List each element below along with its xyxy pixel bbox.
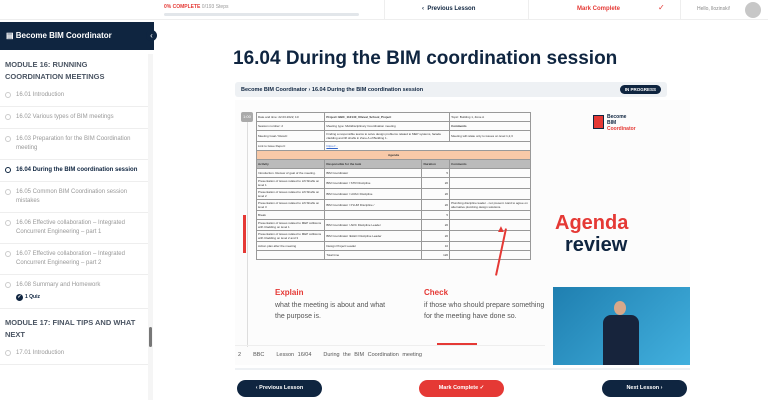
- page-title: 16.04 During the BIM coordination sessio…: [233, 48, 618, 69]
- lesson-list: MODULE 16: RUNNING COORDINATION MEETINGS…: [0, 51, 148, 400]
- lesson-item[interactable]: 16.02 Various types of BIM meetings: [0, 107, 148, 129]
- table-row: Introduction. Review of goal of the meet…: [255, 168, 531, 178]
- sidebar-scrollbar[interactable]: [148, 54, 153, 400]
- greeting: Hello, llozinski!: [697, 6, 731, 12]
- lesson-item[interactable]: 16.06 Effective collaboration – Integrat…: [0, 213, 148, 244]
- module-heading: MODULE 17: FINAL TIPS AND WHAT NEXT: [5, 318, 136, 339]
- check-icon: ✓: [658, 3, 665, 12]
- table-row: Presentation of issues related to Lift S…: [255, 188, 531, 200]
- lesson-item[interactable]: 16.07 Effective collaboration – Integrat…: [0, 244, 148, 275]
- breadcrumb: Become BIM Coordinator › 16.04 During th…: [235, 82, 667, 97]
- quiz-badge[interactable]: ✓1 Quiz: [16, 294, 41, 301]
- previous-lesson-link[interactable]: ‹ Previous Lesson: [422, 6, 476, 12]
- course-title: ▤ Become BIM Coordinator: [0, 22, 154, 50]
- progress-bar: [164, 13, 359, 16]
- table-row: Presentation of issues related to MEP co…: [255, 230, 531, 242]
- presenter-camera: [553, 287, 690, 365]
- lesson-item[interactable]: 17.01 Introduction: [0, 343, 148, 365]
- video-player[interactable]: 1:00 Date and time: 22.03.2022; 10:Proje…: [235, 100, 690, 365]
- avatar[interactable]: [745, 2, 761, 18]
- agenda-table: Date and time: 22.03.2022; 10:Project: B…: [255, 112, 531, 260]
- status-badge: IN PROGRESS: [619, 85, 661, 94]
- collapse-sidebar-button[interactable]: ‹: [146, 30, 157, 41]
- lesson-item-active[interactable]: 16.04 During the BIM coordination sessio…: [0, 160, 148, 182]
- table-row: Presentation of issues related to MEP co…: [255, 219, 531, 231]
- progress-text: 0% COMPLETE 0/193 Steps: [164, 4, 229, 10]
- scrollbar-thumb[interactable]: [149, 327, 152, 347]
- previous-lesson-button[interactable]: ‹ Previous Lesson: [237, 380, 322, 397]
- video-progress-marker: [243, 215, 246, 253]
- lesson-item[interactable]: 16.05 Common BIM Coordination session mi…: [0, 182, 148, 213]
- table-row: Presentation of issues related to Lift S…: [255, 177, 531, 189]
- lesson-item[interactable]: 16.03 Preparation for the BIM Coordinati…: [0, 129, 148, 160]
- mark-complete-button[interactable]: Mark Complete ✓: [419, 380, 504, 397]
- mark-complete-link[interactable]: Mark Complete: [577, 6, 621, 12]
- table-row: Presentation of issues related to Lift S…: [255, 199, 531, 211]
- lesson-item[interactable]: 16.01 Introduction: [0, 85, 148, 107]
- top-bar: 0% COMPLETE 0/193 Steps ‹ Previous Lesso…: [0, 0, 768, 20]
- agenda-heading: Agenda: [555, 212, 629, 234]
- review-heading: review: [565, 234, 628, 256]
- lesson-item[interactable]: 16.08 Summary and Homework ✓1 Quiz: [0, 275, 148, 309]
- timestamp: 1:00: [241, 112, 253, 122]
- module-heading: MODULE 16: RUNNING COORDINATION MEETINGS: [5, 60, 105, 81]
- arrow-icon: ▲: [496, 224, 506, 235]
- next-lesson-button[interactable]: Next Lesson ›: [602, 380, 687, 397]
